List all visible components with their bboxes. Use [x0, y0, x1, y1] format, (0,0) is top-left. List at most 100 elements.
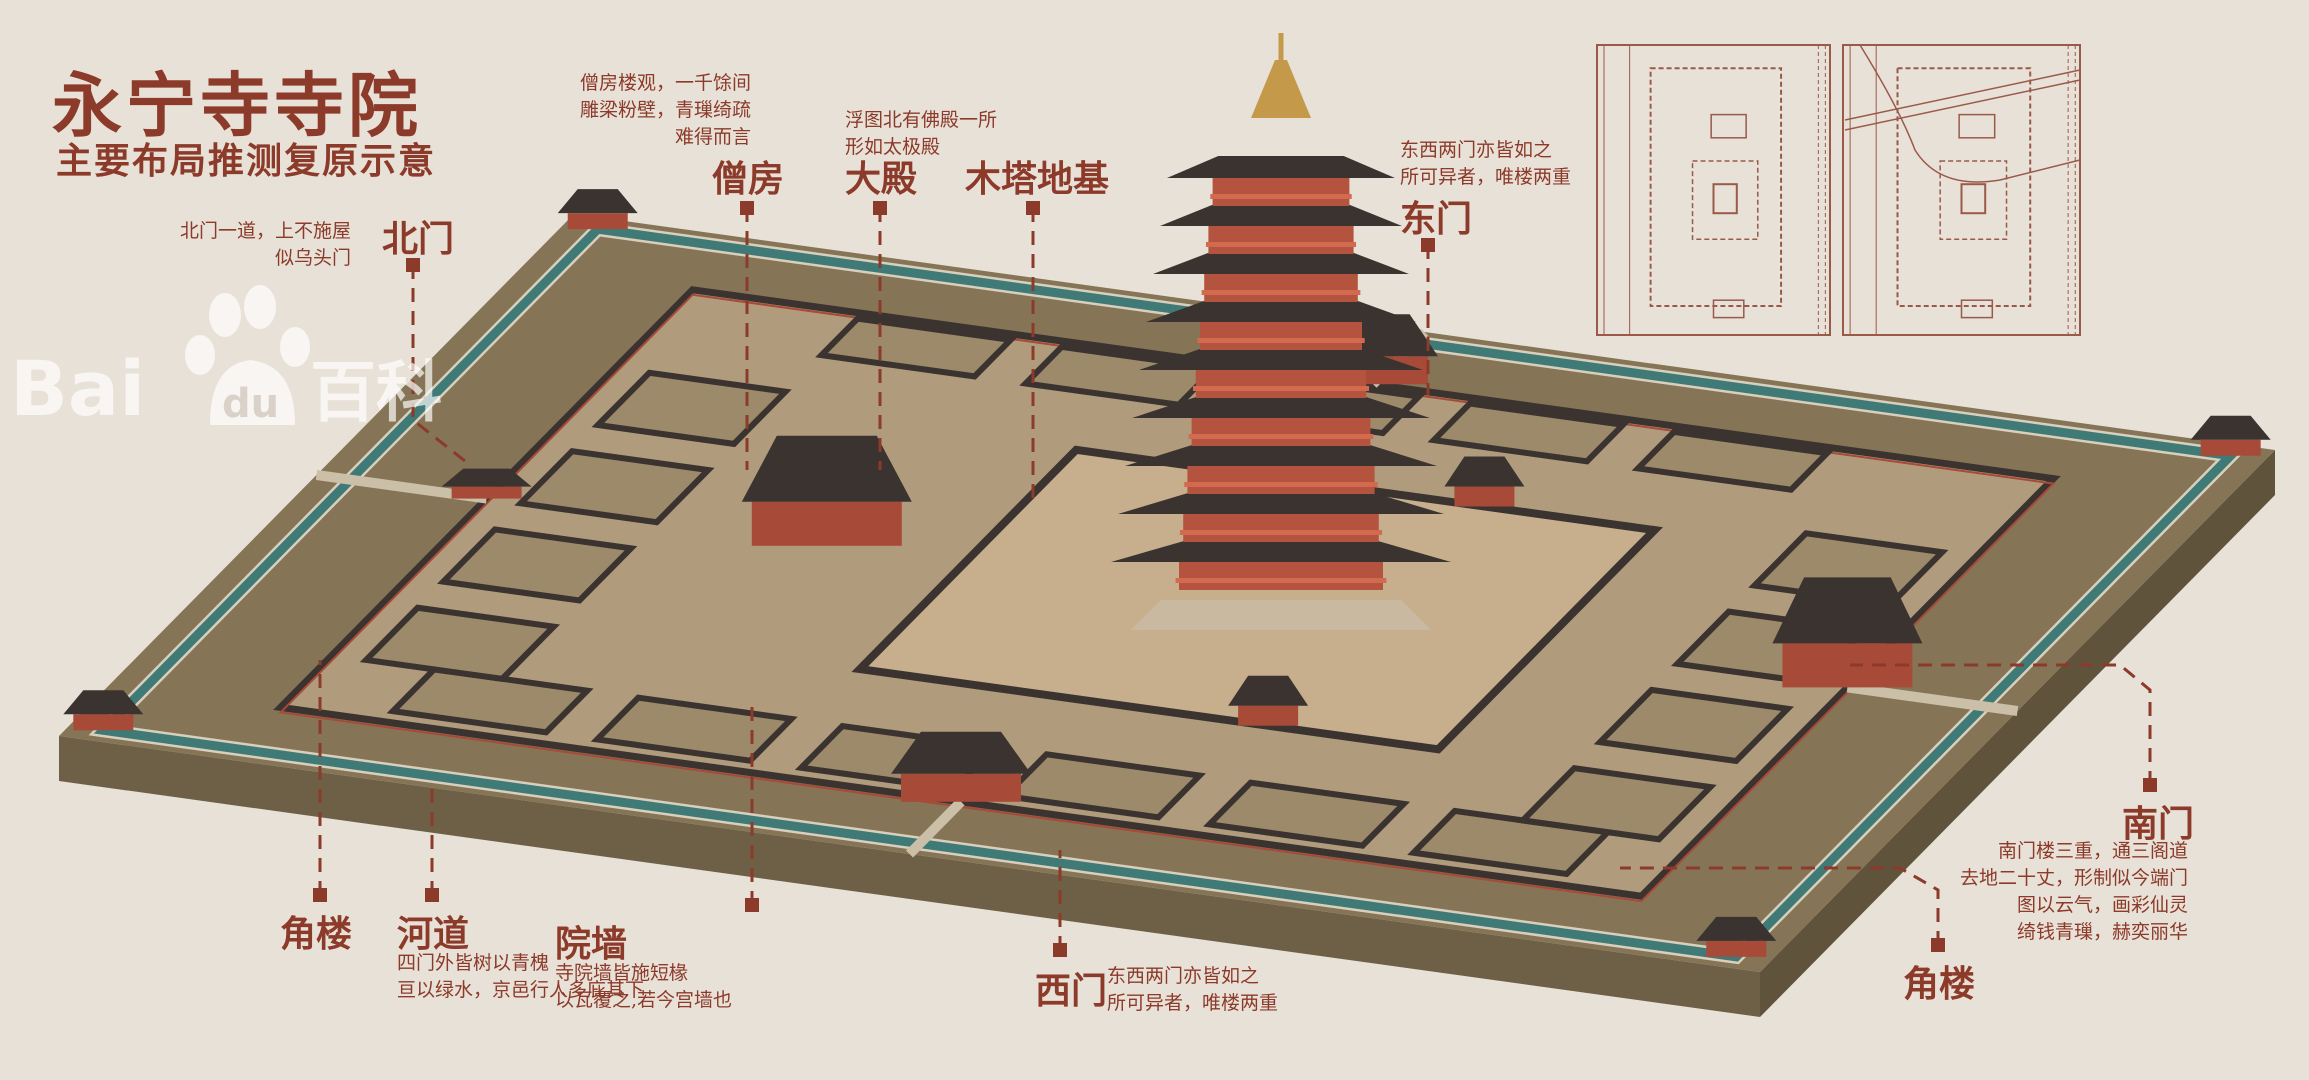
note-line: 似乌头门 — [275, 247, 352, 269]
outer-wall — [273, 286, 2061, 900]
note-line: 浮图北有佛殿一所 — [845, 109, 998, 131]
courtyard-gate-east-roof — [1444, 456, 1525, 487]
label-hedao: 河道 — [397, 913, 470, 955]
label-dadian: 大殿 — [845, 158, 918, 200]
south-gate-body — [1782, 643, 1913, 688]
pagoda-balcony — [1210, 194, 1352, 199]
outer-wall-red — [278, 293, 2056, 903]
yuanqiang-note: 寺院墙皆施短椽 以瓦覆之,若今宫墙也 — [555, 960, 732, 1014]
pagoda-roof — [1132, 396, 1430, 418]
label-jiaolou-right: 角楼 — [1903, 963, 1976, 1005]
inner-courtyard — [859, 449, 1655, 750]
note-line: 形如太极殿 — [845, 136, 941, 158]
courtyard-gate-body — [1238, 705, 1299, 726]
svg-text:Bai: Bai — [10, 344, 145, 433]
beimen-note: 北门一道，上不施屋 似乌头门 — [180, 218, 351, 272]
monk-quarter — [590, 694, 798, 764]
road — [905, 798, 965, 858]
pagoda-balcony — [1179, 530, 1383, 535]
pagoda-storey — [1212, 176, 1350, 206]
note-line: 东西两门亦皆如之 — [1400, 139, 1553, 161]
label-dongmen: 东门 — [1400, 198, 1473, 240]
site-plan-frame — [1596, 44, 1831, 336]
pagoda-balcony — [1192, 386, 1370, 391]
label-nanmen: 南门 — [2122, 803, 2195, 845]
leader-sengfang-marker — [740, 201, 754, 215]
pagoda-base — [1131, 600, 1431, 630]
pagoda-roof — [1160, 204, 1402, 226]
leader-nanmen-marker — [2143, 778, 2157, 792]
site-plan-pagoda — [1712, 183, 1738, 215]
pagoda-storey — [1204, 272, 1358, 302]
monk-quarter — [1427, 400, 1630, 465]
monk-quarter — [1593, 686, 1794, 765]
platform-side-right — [1760, 450, 2275, 1017]
leader-dongmen-marker — [1421, 238, 1435, 252]
monk-quarter — [514, 447, 715, 526]
platform-side-front — [59, 736, 1760, 1017]
leader-nanmen — [1850, 663, 2152, 785]
site-plan-wall — [1896, 67, 2032, 307]
corner-tower-body — [2200, 439, 2261, 456]
pagoda-balcony — [1175, 578, 1387, 583]
courtyard-gate-roof — [1228, 675, 1309, 706]
west-gate-roof — [891, 731, 1031, 774]
dadian-note: 浮图北有佛殿一所 形如太极殿 — [845, 107, 997, 161]
site-plan-south-gate — [1712, 299, 1745, 319]
baidu-baike-watermark: Bai du 百科 — [10, 285, 442, 433]
monk-quarter — [1516, 765, 1717, 843]
note-line: 东西两门亦皆如之 — [1107, 965, 1260, 987]
leader-hedao-marker — [425, 888, 439, 902]
site-plan-pagoda-area — [1939, 160, 2008, 241]
pagoda-roof — [1146, 300, 1416, 322]
pagoda-roof — [1153, 252, 1409, 274]
note-line: 雕梁粉壁，青璅绮疏 — [580, 99, 752, 121]
label-jiaolou-left: 角楼 — [280, 913, 353, 955]
monk-quarter — [1631, 428, 1834, 493]
pagoda-storey — [1195, 368, 1367, 398]
pagoda-storey — [1187, 464, 1375, 494]
monk-quarter — [359, 604, 561, 682]
leader-beimen-marker — [406, 258, 420, 272]
pagoda-balcony — [1201, 290, 1361, 295]
pagoda-storey — [1191, 416, 1371, 446]
leader-dadian-marker — [873, 201, 887, 215]
corner-tower-roof — [2190, 415, 2271, 440]
note-line: 所可异者，唯楼两重 — [1107, 992, 1279, 1014]
temple-model — [59, 189, 2275, 1017]
label-beimen: 北门 — [382, 218, 455, 260]
monk-quarter — [386, 666, 594, 736]
nanmen-note: 南门楼三重，通三阁道 去地二十丈，形制似今端门 图以云气，画彩仙灵 绮钱青璅，赫… — [1940, 838, 2188, 946]
label-ximen: 西门 — [1035, 970, 1108, 1012]
site-plan-hall — [1958, 113, 1996, 139]
site-plan-wall — [1649, 67, 1783, 307]
leader-jiaolou-left-marker — [313, 888, 327, 902]
corner-tower-roof — [1696, 916, 1777, 941]
hedao-note: 四门外皆树以青槐 亘以绿水，京邑行人多庇其下 — [397, 950, 644, 1004]
ximen-note: 东西两门亦皆如之 所可异者，唯楼两重 — [1107, 963, 1278, 1017]
leader-ximen-marker — [1053, 943, 1067, 957]
north-gate-roof — [441, 468, 532, 487]
monk-quarter — [591, 369, 792, 448]
note-line: 僧房楼观，一千馀间 — [580, 72, 752, 94]
note-line: 所可异者，唯楼两重 — [1400, 166, 1572, 188]
page-subtitle: 主要布局推测复原示意 — [56, 140, 437, 182]
note-line: 图以云气，画彩仙灵 — [2016, 894, 2188, 916]
label-muta: 木塔地基 — [965, 158, 1110, 200]
site-plan-modern-road — [1859, 44, 2081, 183]
main-hall-roof — [741, 435, 912, 502]
site-plan-modern-road — [1844, 69, 2081, 131]
pagoda-finial — [1251, 60, 1311, 118]
label-yuanqiang: 院墙 — [555, 923, 628, 965]
site-plan-hall — [1710, 113, 1747, 139]
west-gate-body — [901, 773, 1021, 802]
pagoda-balcony — [1197, 338, 1365, 343]
monk-quarter — [437, 526, 638, 604]
note-line: 四门外皆树以青槐 — [397, 952, 550, 974]
svg-text:du: du — [222, 381, 279, 427]
courtyard-gate-east-body — [1454, 486, 1515, 507]
main-hall-body — [751, 501, 902, 546]
pagoda-roof — [1111, 540, 1451, 562]
site-plan-pagoda-area — [1691, 160, 1759, 241]
site-plan-frame — [1842, 44, 2081, 336]
